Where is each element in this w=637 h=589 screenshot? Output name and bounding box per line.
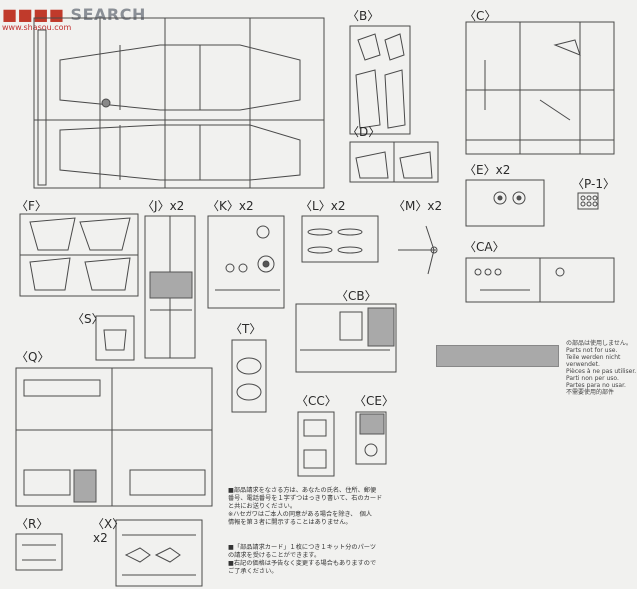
note-line: と共にお送りください。 <box>228 503 297 510</box>
sprue-label-t: 〈T〉 <box>230 322 262 336</box>
legend-text: の部品は使用しません。 Parts not for use. Teile wer… <box>566 340 637 396</box>
note-line: 情報を第３者に開示することはありません。 <box>228 519 352 526</box>
sprue-label-ca: 〈CA〉 <box>464 240 505 254</box>
sprue-label-m: 〈M〉x2 <box>393 199 443 213</box>
watermark-url: www.shasou.com <box>2 23 72 32</box>
sprue-label-d: 〈D〉 <box>347 125 381 139</box>
sprue-label-l: 〈L〉x2 <box>300 199 346 213</box>
legend-line: Teile werden nicht verwendet. <box>566 354 621 368</box>
note-line: ■部品請求をなさる方は、あなたの氏名、住所、郵便 <box>228 487 377 494</box>
price-note: ■「部品請求カード」１枚につき１キット分のパーツ の請求を受けることができます。… <box>228 544 433 576</box>
note-line: ■右記の価格は予告なく変更する場合もありますので <box>228 560 377 567</box>
legend-line: 不需要使用的部件 <box>566 389 615 396</box>
sprue-label-e: 〈E〉x2 <box>464 163 511 177</box>
parts-request-note: ■部品請求をなさる方は、あなたの氏名、住所、郵便 番号、電話番号を１字ずつはっき… <box>228 487 433 527</box>
note-line: ■「部品請求カード」１枚につき１キット分のパーツ <box>228 544 377 551</box>
note-line: ※ハセガワはご本人の同意がある場合を除き、 個人 <box>228 511 372 518</box>
sprue-label-f: 〈F〉 <box>16 199 47 213</box>
watermark-text: SEARCH <box>70 5 146 24</box>
sprue-label-c: 〈C〉 <box>464 9 497 23</box>
sprue-frame-a <box>33 17 325 189</box>
sprue-label-k: 〈K〉x2 <box>207 199 254 213</box>
sprue-label-x-count: x2 <box>93 531 108 545</box>
note-line: 番号、電話番号を１字ずつはっきり書いて、右のカード <box>228 495 383 502</box>
watermark-logo: ■■■■ SEARCH <box>2 5 146 24</box>
sprue-label-cc: 〈CC〉 <box>296 394 337 408</box>
legend-line: Partes para no usar. <box>566 382 626 389</box>
legend-line: Pièces à ne pas utiliser. <box>566 368 637 375</box>
legend-swatch <box>436 345 559 367</box>
legend-line: Parts not for use. <box>566 347 618 354</box>
sprue-label-p1: 〈P-1〉 <box>572 177 615 191</box>
sprue-label-s: 〈S〉 <box>72 312 104 326</box>
legend-line: の部品は使用しません。 <box>566 340 632 347</box>
sprue-label-r: 〈R〉 <box>16 517 49 531</box>
sprue-label-q: 〈Q〉 <box>16 350 50 364</box>
sprue-label-ce: 〈CE〉 <box>354 394 394 408</box>
sprue-label-x: 〈X〉 <box>92 517 125 531</box>
sprue-label-j: 〈J〉x2 <box>142 199 185 213</box>
note-line: ご了承ください。 <box>228 568 278 575</box>
legend-line: Parti non per uso. <box>566 375 619 382</box>
sprue-label-cb: 〈CB〉 <box>336 289 377 303</box>
sprue-label-b: 〈B〉 <box>347 9 380 23</box>
note-line: の請求を受けることができます。 <box>228 552 321 559</box>
